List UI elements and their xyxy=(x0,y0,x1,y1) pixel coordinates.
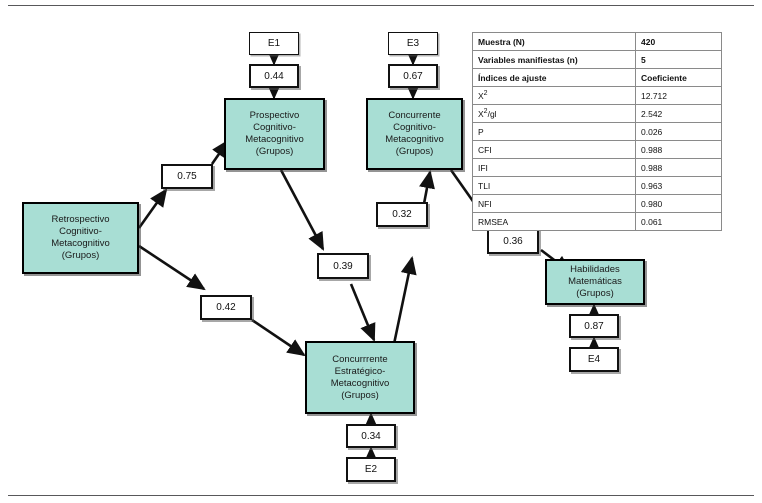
error-term-e2-label: E2 xyxy=(364,464,378,475)
fit-table-label: TLI xyxy=(472,176,636,195)
fit-table-value: 0.988 xyxy=(635,140,722,159)
fit-table-value: 2.542 xyxy=(635,104,722,123)
fit-table-value: 0.988 xyxy=(635,158,722,177)
top-divider-rule xyxy=(8,5,754,6)
fit-table-value: 5 xyxy=(635,50,722,69)
coefficient-retro-to-estrategico-value: 0.42 xyxy=(216,302,236,313)
fit-table-label: Índices de ajuste xyxy=(472,68,636,87)
error-term-e2[interactable]: E2 xyxy=(346,457,396,482)
fit-table-row: Muestra (N)420 xyxy=(472,32,722,51)
coefficient-estrategico-to-concurrente[interactable]: 0.32 xyxy=(376,202,428,227)
error-variance-e4[interactable]: 0.87 xyxy=(569,314,619,338)
fit-table-row: Variables manifiestas (n)5 xyxy=(472,50,722,69)
error-variance-e3-value: 0.67 xyxy=(403,70,423,82)
error-variance-e3[interactable]: 0.67 xyxy=(388,64,438,88)
error-variance-e1[interactable]: 0.44 xyxy=(249,64,299,88)
error-term-e3-label: E3 xyxy=(406,38,420,49)
error-variance-e2-value: 0.34 xyxy=(361,430,381,442)
coefficient-retro-to-prospectivo-value: 0.75 xyxy=(177,171,197,182)
coefficient-concurrente-to-habilidades[interactable]: 0.36 xyxy=(487,229,539,254)
fit-table-value: Coeficiente xyxy=(635,68,722,87)
error-variance-e1-value: 0.44 xyxy=(264,70,284,82)
error-term-e1[interactable]: E1 xyxy=(249,32,299,55)
coefficient-retro-to-prospectivo[interactable]: 0.75 xyxy=(161,164,213,189)
error-variance-e4-value: 0.87 xyxy=(584,320,604,332)
fit-table-value: 0.980 xyxy=(635,194,722,213)
coefficient-prospectivo-to-estrategico[interactable]: 0.39 xyxy=(317,253,369,279)
fit-table-label: NFI xyxy=(472,194,636,213)
fit-table-label: IFI xyxy=(472,158,636,177)
fit-table-value: 420 xyxy=(635,32,722,51)
bottom-divider-rule xyxy=(8,495,754,496)
fit-table-label: Variables manifiestas (n) xyxy=(472,50,636,69)
fit-table-value: 0.963 xyxy=(635,176,722,195)
error-term-e1-label: E1 xyxy=(267,38,281,49)
fit-table-label: RMSEA xyxy=(472,212,636,231)
error-term-e4[interactable]: E4 xyxy=(569,347,619,372)
coefficient-retro-to-estrategico[interactable]: 0.42 xyxy=(200,295,252,320)
error-variance-e2[interactable]: 0.34 xyxy=(346,424,396,448)
coefficient-concurrente-to-habilidades-value: 0.36 xyxy=(503,236,523,247)
fit-table-value: 0.061 xyxy=(635,212,722,231)
error-term-e3[interactable]: E3 xyxy=(388,32,438,55)
fit-table-value: 0.026 xyxy=(635,122,722,141)
fit-table-label: CFI xyxy=(472,140,636,159)
fit-table-label: X2/gl xyxy=(472,104,636,123)
error-term-e4-label: E4 xyxy=(587,354,601,365)
fit-table-label: P xyxy=(472,122,636,141)
coefficient-prospectivo-to-estrategico-value: 0.39 xyxy=(333,260,353,272)
fit-table-value: 12.712 xyxy=(635,86,722,105)
fit-table-label: Muestra (N) xyxy=(472,32,636,51)
fit-table-label: X2 xyxy=(472,86,636,105)
coefficient-estrategico-to-concurrente-value: 0.32 xyxy=(392,209,412,220)
